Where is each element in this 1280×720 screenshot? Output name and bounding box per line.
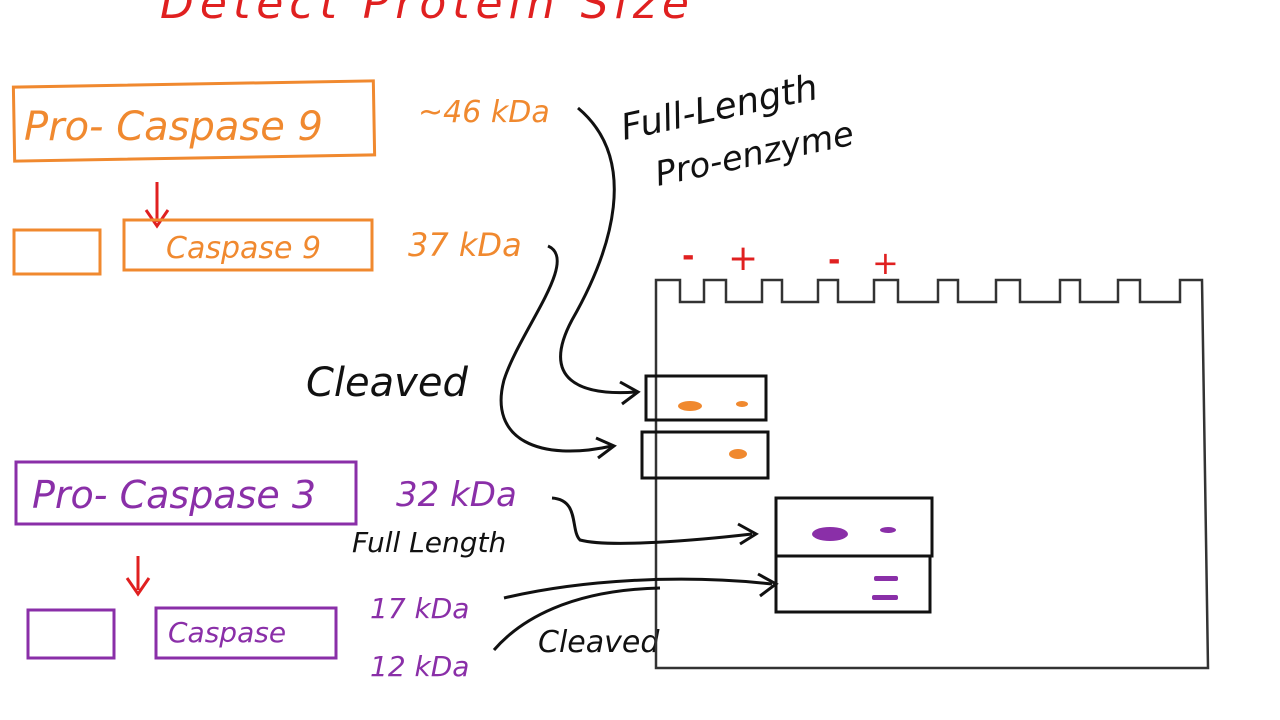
blot-caspase-9-full — [644, 374, 768, 422]
gel: - + - + — [640, 238, 1210, 670]
pro-caspase-9-box: Pro- Caspase 9 — [11, 79, 377, 163]
band-c3-full-lane2 — [880, 527, 896, 533]
lane-mark-1: - — [682, 239, 694, 274]
caspase-9-size: 37 kDa — [408, 226, 522, 264]
lane-mark-2: + — [728, 238, 758, 279]
band-c9-cleaved-lane2 — [729, 449, 747, 459]
title-text: Detect Protein Size — [160, 0, 695, 29]
blot-caspase-9-cleaved — [640, 430, 770, 480]
prodomain-box-3 — [26, 608, 116, 660]
cleaved-annotation-3: Cleaved — [538, 625, 660, 660]
pro-caspase-3-size: 32 kDa — [396, 475, 517, 515]
pro-caspase-9-size: ~46 kDa — [418, 95, 550, 130]
caspase-3-size-12: 12 kDa — [370, 650, 469, 683]
arrow-c3-full — [551, 496, 753, 545]
lane-mark-3: - — [828, 243, 840, 278]
arrow-c9-full — [559, 106, 637, 395]
cleavage-arrow-3 — [125, 556, 151, 597]
pro-caspase-3-box: Pro- Caspase 3 — [14, 460, 358, 526]
band-c3-cleaved-12 — [872, 595, 898, 600]
pro-caspase-9-label: Pro- Caspase 9 — [24, 104, 323, 150]
blot-caspase-3-full — [774, 496, 934, 558]
arrow-c3-cleaved-17 — [503, 577, 773, 600]
band-c3-full-lane1 — [812, 527, 848, 541]
band-c3-cleaved-17 — [874, 576, 898, 581]
arrow-c3-cleaved-12 — [492, 586, 661, 651]
arrow-c9-cleaved — [499, 244, 613, 453]
pro-caspase-3-label: Pro- Caspase 3 — [32, 473, 316, 517]
blot-caspase-3-cleaved — [774, 554, 932, 614]
band-c9-full-lane2 — [736, 401, 748, 407]
lane-mark-4: + — [872, 244, 899, 282]
band-c9-full-lane1 — [678, 401, 702, 411]
caspase-9-label: Caspase 9 — [166, 231, 321, 266]
cleaved-annotation-9: Cleaved — [306, 360, 468, 406]
caspase-3-size-17: 17 kDa — [370, 592, 469, 625]
prodomain-box-9 — [12, 228, 102, 276]
full-length-annotation-3: Full Length — [352, 526, 506, 559]
connector-arrows — [492, 106, 779, 651]
cleavage-arrow-9 — [144, 182, 170, 229]
gel-outline — [654, 278, 1210, 670]
caspase-3-label: Caspase — [168, 616, 286, 649]
caspase-9-box: Caspase 9 — [122, 218, 374, 272]
caspase-3-box: Caspase — [154, 606, 338, 660]
